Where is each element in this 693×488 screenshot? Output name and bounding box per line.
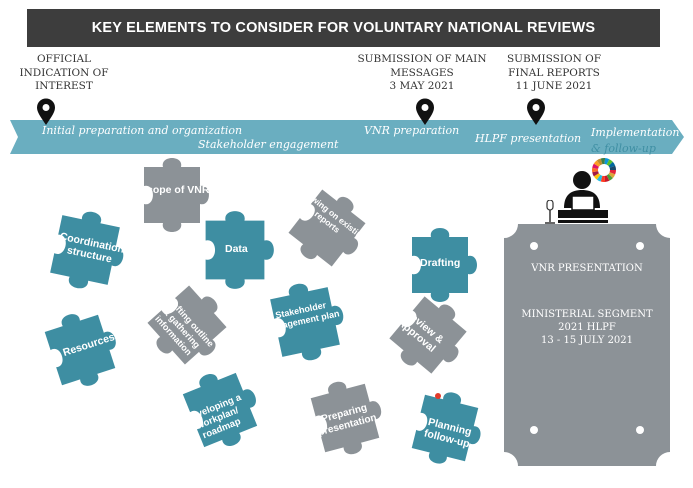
milestone-line: 3 MAY 2021 — [389, 80, 455, 92]
milestone-main-messages: SUBMISSION OF MAIN MESSAGES 3 MAY 2021 — [352, 53, 492, 94]
label-line: Data — [225, 243, 248, 255]
milestone-line: MESSAGES — [390, 66, 454, 79]
map-pin-icon — [527, 98, 545, 125]
milestone-interest: OFFICIAL INDICATION OF INTEREST — [14, 53, 114, 94]
accent-dot — [435, 393, 441, 399]
piece-label-drafting: Drafting — [420, 257, 460, 269]
piece-label-scope: Scope of VNR — [140, 184, 209, 196]
panel-heading: VNR PRESENTATION — [531, 263, 643, 274]
phase-initial-preparation: Initial preparation and organization — [42, 124, 243, 137]
panel-line: 13 - 15 JULY 2021 — [540, 335, 634, 346]
milestone-line: SUBMISSION OF MAIN — [357, 53, 487, 65]
milestone-line: INTEREST — [35, 80, 93, 92]
label-line: Drafting — [420, 257, 461, 269]
phase-hlpf-presentation: HLPF presentation — [475, 132, 582, 145]
phase-follow-up: & follow-up — [591, 142, 656, 155]
vnr-panel — [504, 224, 670, 466]
map-pin-icon — [416, 98, 434, 125]
microphone-icon — [545, 200, 555, 224]
presenter-icon — [558, 171, 608, 223]
panel-details: MINISTERIAL SEGMENT 2021 HLPF 13 - 15 JU… — [504, 308, 670, 347]
phase-vnr-preparation: VNR preparation — [364, 124, 460, 137]
sdg-wheel-icon — [592, 158, 616, 182]
milestone-line: SUBMISSION OF — [506, 53, 602, 65]
label-line: Scope of VNR — [140, 184, 210, 196]
milestone-line: INDICATION OF — [19, 66, 109, 79]
milestone-line: FINAL REPORTS — [508, 66, 600, 79]
timeline-arrow — [10, 120, 684, 154]
piece-label-data: Data — [225, 243, 248, 255]
panel-line: 2021 HLPF — [558, 322, 616, 333]
phase-implementation: Implementation — [591, 126, 680, 139]
page-title: KEY ELEMENTS TO CONSIDER FOR VOLUNTARY N… — [27, 9, 660, 47]
milestone-line: OFFICIAL — [36, 53, 92, 65]
milestone-final-reports: SUBMISSION OF FINAL REPORTS 11 JUNE 2021 — [494, 53, 614, 94]
milestone-line: 11 JUNE 2021 — [515, 80, 593, 92]
map-pin-icon — [37, 98, 55, 125]
panel-line: MINISTERIAL SEGMENT — [521, 309, 653, 320]
phase-stakeholder-engagement: Stakeholder engagement — [198, 138, 339, 151]
